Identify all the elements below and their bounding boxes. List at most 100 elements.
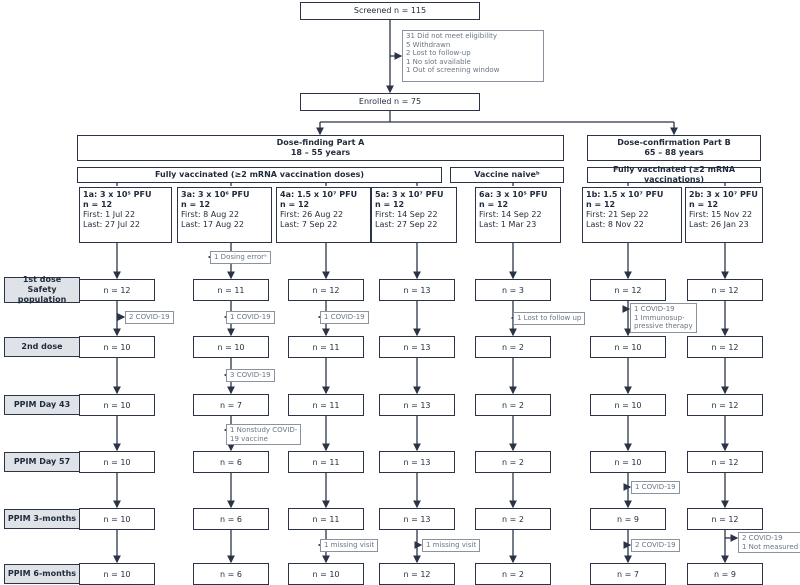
- count-box: n = 12: [687, 394, 763, 416]
- stage-label-text: PPIM 6-months: [7, 569, 77, 578]
- count-box: n = 13: [379, 336, 455, 358]
- count-box: n = 11: [193, 279, 269, 301]
- count-box: n = 10: [590, 336, 666, 358]
- part-b-box: Dose-confirmation Part B 65 – 88 years: [587, 135, 761, 161]
- count-box: n = 10: [590, 394, 666, 416]
- count-box: n = 2: [475, 508, 551, 530]
- dropout-text: 1 COVID-19: [230, 313, 271, 321]
- dropout-text: 2 COVID-19: [635, 541, 676, 549]
- arm-n: n = 12: [83, 200, 113, 209]
- stage-label: PPIM Day 43: [4, 395, 80, 415]
- dropout-box: 1 missing visit: [320, 539, 379, 552]
- part-b-title: Dose-confirmation Part B: [617, 138, 731, 147]
- arm-title: 1b: 1.5 x 10⁷ PFU: [586, 190, 664, 199]
- arm-last: Last: 27 Sep 22: [375, 220, 438, 229]
- arm-first: First: 14 Sep 22: [375, 210, 438, 219]
- count-box: n = 10: [193, 336, 269, 358]
- dropout-text: pressive therapy: [634, 322, 693, 330]
- dropout-text: 1 missing visit: [324, 541, 375, 549]
- screened-box: Screened n = 115: [300, 2, 480, 20]
- count-box: n = 13: [379, 508, 455, 530]
- dropout-text: 1 COVID-19: [634, 305, 675, 313]
- arm-first: First: 8 Aug 22: [181, 210, 240, 219]
- count-box: n = 11: [288, 451, 364, 473]
- group-b-vaccinated-label: Fully vaccinated (≥2 mRNA vaccinations): [612, 165, 736, 184]
- group-a-vaccinated-box: Fully vaccinated (≥2 mRNA vaccination do…: [77, 167, 442, 183]
- count-box: n = 12: [590, 279, 666, 301]
- dropout-box: 1 Dosing errorᵃ: [210, 251, 271, 264]
- count-box: n = 10: [79, 451, 155, 473]
- stage-label-text: 1st dose: [22, 275, 62, 284]
- dropout-box: 1 Nonstudy COVID- 19 vaccine: [226, 424, 302, 445]
- arm-last: Last: 26 Jan 23: [689, 220, 749, 229]
- arm-first: First: 1 Jul 22: [83, 210, 136, 219]
- count-box: n = 13: [379, 279, 455, 301]
- count-box: n = 9: [687, 563, 763, 585]
- count-box: n = 6: [193, 563, 269, 585]
- screened-text: Screened n = 115: [353, 6, 427, 15]
- arm-last: Last: 7 Sep 22: [280, 220, 338, 229]
- count-box: n = 10: [79, 563, 155, 585]
- arm-title: 5a: 3 x 10⁷ PFU: [375, 190, 444, 199]
- arm-title: 6a: 3 x 10⁵ PFU: [479, 190, 548, 199]
- arm-n: n = 12: [181, 200, 211, 209]
- dropout-text: 2 COVID-19: [129, 313, 170, 321]
- dropout-text: 1 COVID-19: [635, 483, 676, 491]
- part-a-ages: 18 – 55 years: [290, 148, 351, 157]
- count-box: n = 13: [379, 394, 455, 416]
- arm-first: First: 14 Sep 22: [479, 210, 542, 219]
- arm-title: 2b: 3 x 10⁷ PFU: [689, 190, 758, 199]
- exclusion-line: 31 Did not meet eligibility: [406, 32, 497, 40]
- arm-n: n = 12: [375, 200, 405, 209]
- dropout-box: 1 missing visit: [422, 539, 481, 552]
- count-box: n = 6: [193, 451, 269, 473]
- count-box: n = 2: [475, 336, 551, 358]
- count-box: n = 12: [687, 336, 763, 358]
- stage-label: PPIM 6-months: [4, 564, 80, 584]
- group-b-vaccinated-box: Fully vaccinated (≥2 mRNA vaccinations): [587, 165, 761, 184]
- dropout-box: 1 COVID-19: [631, 481, 680, 494]
- stage-label: PPIM Day 57: [4, 452, 80, 472]
- dropout-text: 2 COVID-19: [742, 534, 783, 542]
- part-a-box: Dose-finding Part A 18 – 55 years: [77, 135, 564, 161]
- count-box: n = 12: [379, 563, 455, 585]
- part-a-title: Dose-finding Part A: [276, 138, 365, 147]
- arm-title: 4a: 1.5 x 10⁷ PFU: [280, 190, 358, 199]
- arm-title: 3a: 3 x 10⁶ PFU: [181, 190, 250, 199]
- dropout-text: 1 Not measured: [742, 542, 799, 551]
- dropout-text: 1 Dosing errorᵃ: [214, 253, 267, 261]
- count-box: n = 12: [79, 279, 155, 301]
- stage-label: PPIM 3-months: [4, 509, 80, 529]
- count-box: n = 10: [288, 563, 364, 585]
- arm-last: Last: 8 Nov 22: [586, 220, 644, 229]
- stage-label-text: PPIM Day 43: [13, 400, 71, 409]
- dropout-text: 1 Nonstudy COVID-: [230, 426, 298, 434]
- enrolled-box: Enrolled n = 75: [300, 93, 480, 111]
- dropout-box: 2 COVID-19: [125, 311, 174, 324]
- count-box: n = 13: [379, 451, 455, 473]
- arm-title: 1a: 3 x 10⁵ PFU: [83, 190, 152, 199]
- count-box: n = 2: [475, 394, 551, 416]
- exclusion-line: 1 No slot available: [406, 57, 471, 66]
- stage-label-text: PPIM Day 57: [13, 457, 71, 466]
- stage-label: 2nd dose: [4, 337, 80, 357]
- count-box: n = 12: [687, 279, 763, 301]
- dropout-text: 19 vaccine: [230, 434, 268, 443]
- arm-n: n = 12: [280, 200, 310, 209]
- count-box: n = 11: [288, 336, 364, 358]
- count-box: n = 6: [193, 508, 269, 530]
- count-box: n = 12: [288, 279, 364, 301]
- count-box: n = 3: [475, 279, 551, 301]
- part-b-ages: 65 – 88 years: [644, 148, 704, 157]
- dropout-text: 1 Immunosup-: [634, 313, 685, 322]
- count-box: n = 12: [687, 451, 763, 473]
- count-box: n = 11: [288, 508, 364, 530]
- count-box: n = 11: [288, 394, 364, 416]
